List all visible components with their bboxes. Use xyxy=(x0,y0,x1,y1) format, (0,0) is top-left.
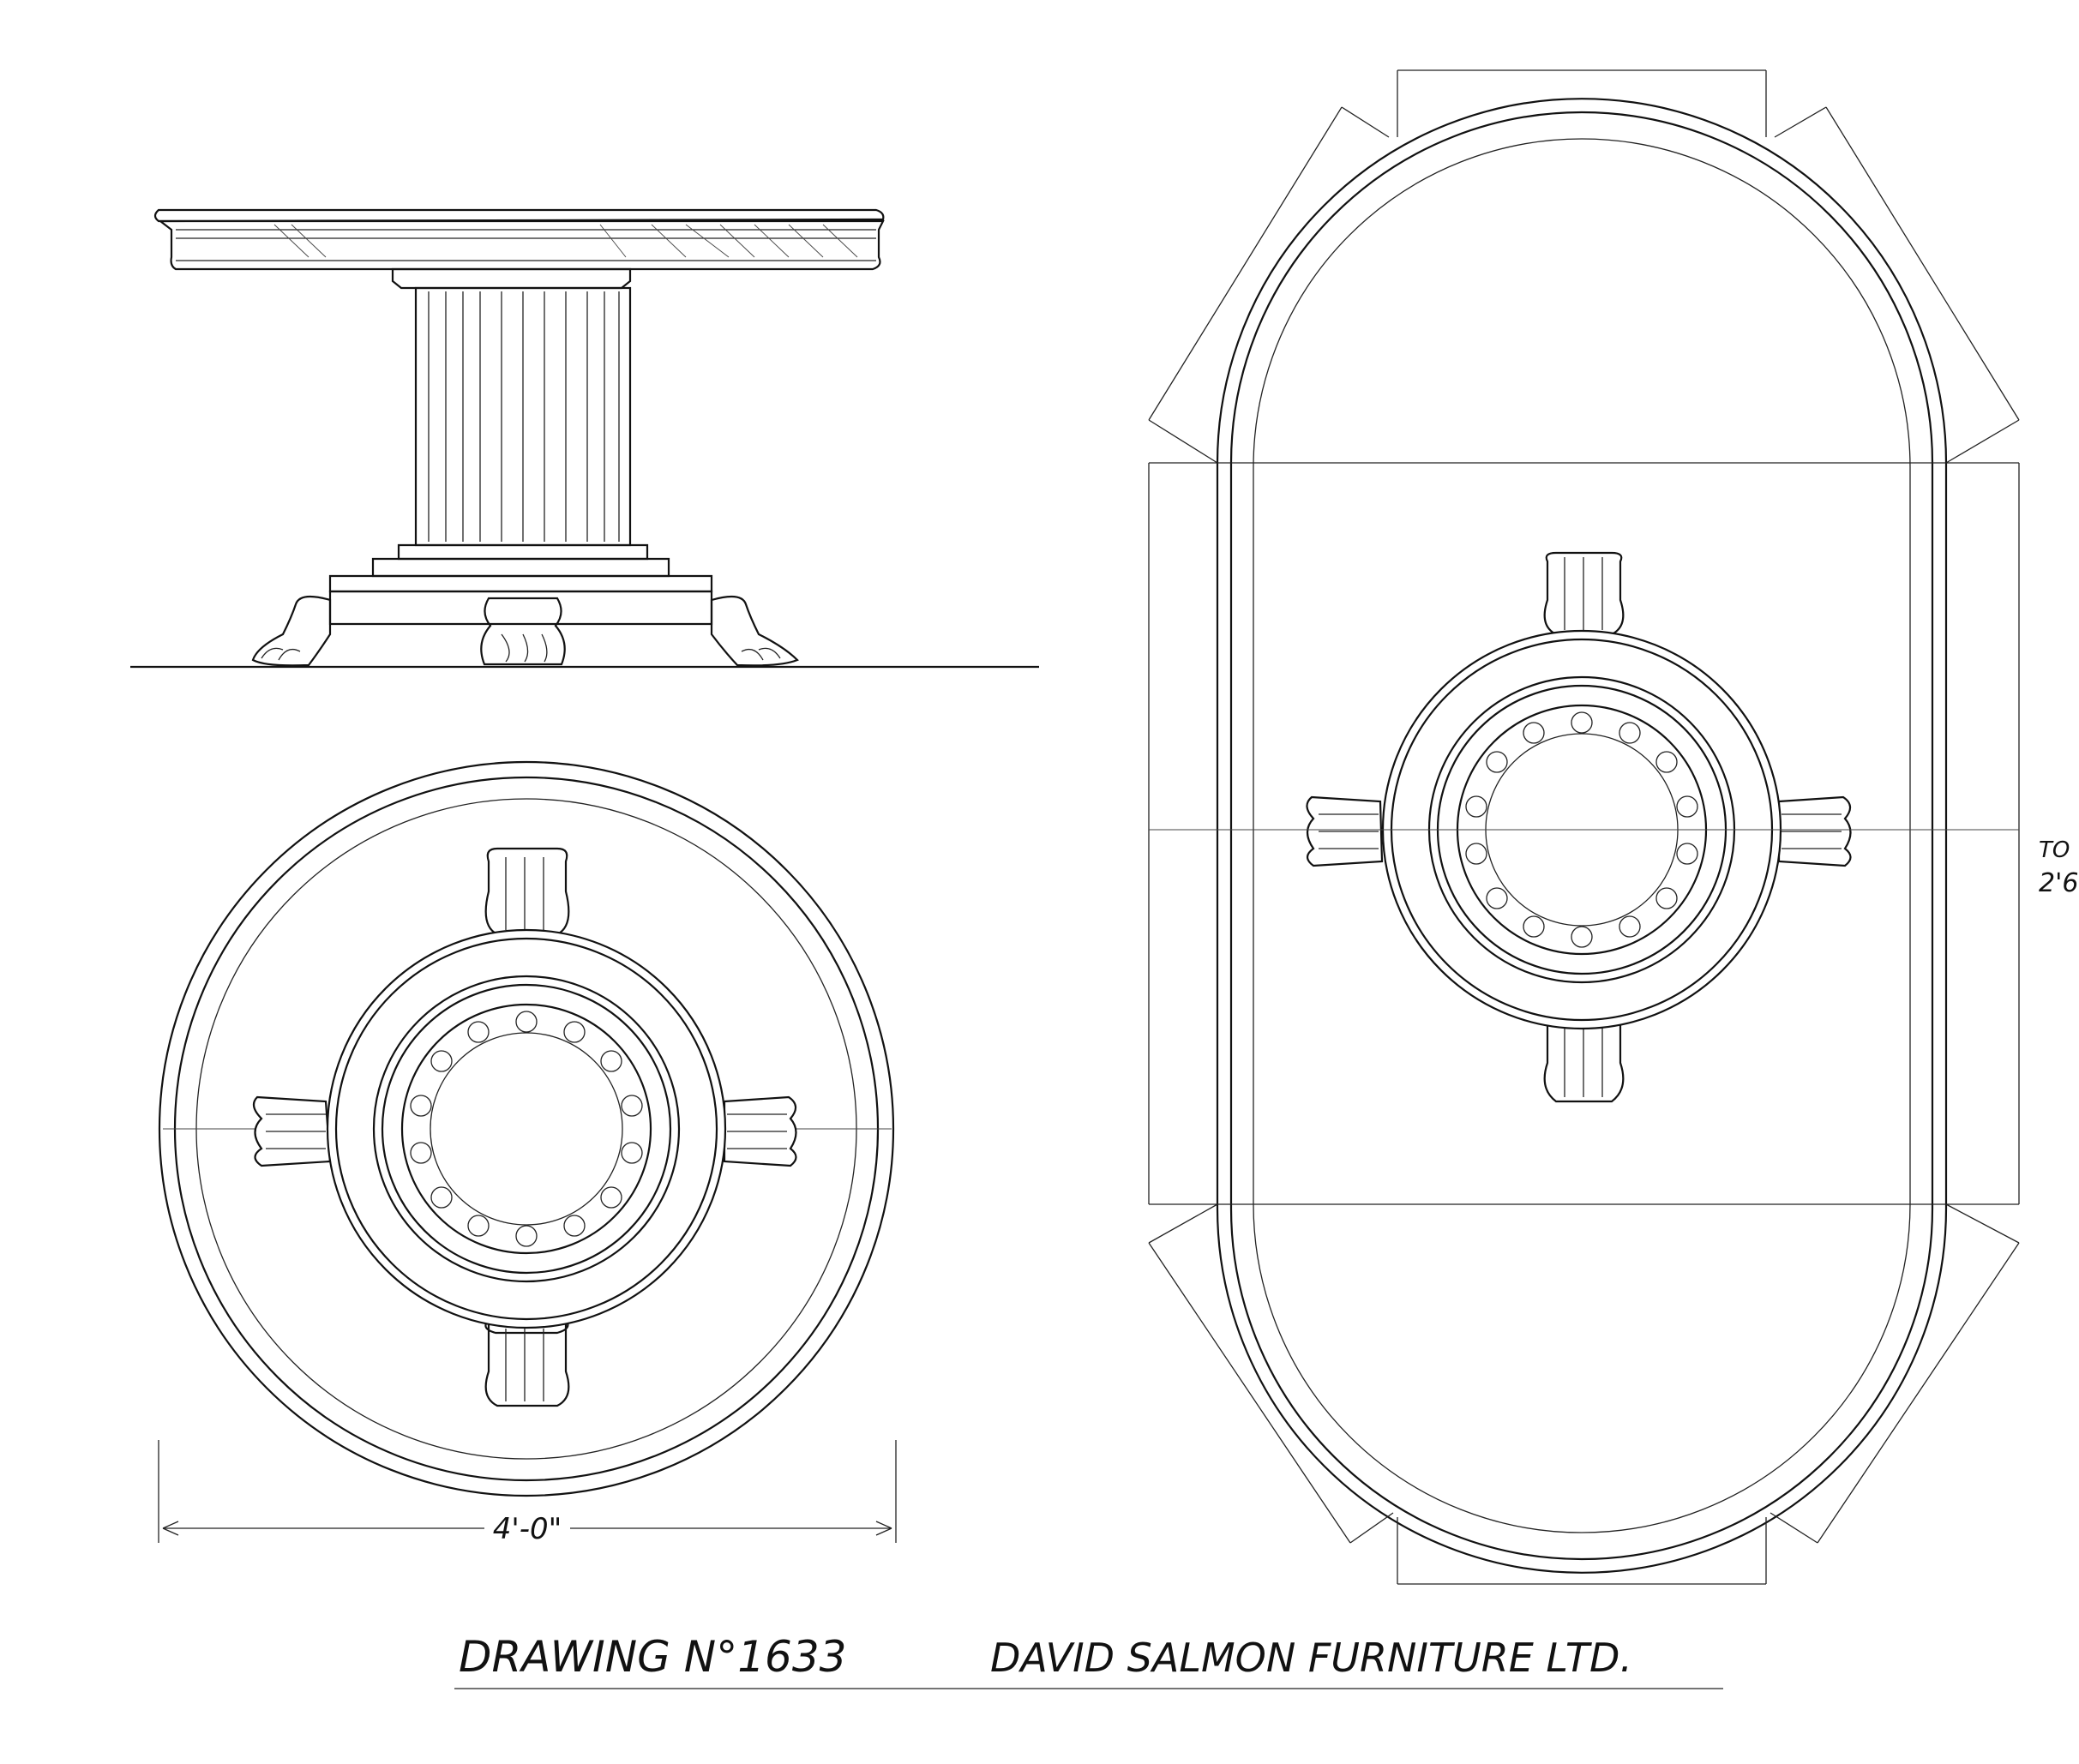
drawing-number: DRAWING N°1633 xyxy=(459,1632,846,1682)
tabletop-apron xyxy=(157,219,885,271)
base-platform xyxy=(328,590,713,626)
base-platform-top xyxy=(328,574,713,593)
oval-foot-top xyxy=(1543,551,1625,636)
title-block: DRAWING N°1633 DAVID SALMON FURNITURE LT… xyxy=(454,1632,1723,1689)
oval-top-outer-edge xyxy=(1216,97,1948,1575)
tabletop-shading xyxy=(273,224,858,258)
claw-foot-center xyxy=(480,597,566,666)
oval-foot-left xyxy=(1306,795,1384,867)
column-flutes xyxy=(428,291,620,542)
oval-flute-scallops xyxy=(1465,711,1698,948)
round-column-core xyxy=(430,1032,623,1226)
column-capital xyxy=(391,267,632,290)
column-base-step xyxy=(371,557,670,578)
oval-dimension-lines xyxy=(1148,69,2020,1585)
round-dimension-label: 4'-0" xyxy=(493,1512,562,1546)
oval-foot-right xyxy=(1777,795,1852,867)
round-dimension: 4'-0" xyxy=(158,1440,897,1546)
round-pedestal-outer-ring xyxy=(326,928,727,1329)
elevation-view xyxy=(130,208,1039,669)
oval-top-moulding xyxy=(1229,111,1934,1561)
round-pedestal-middle-ring xyxy=(372,975,681,1283)
oval-foot-bottom xyxy=(1543,1018,1625,1103)
round-foot-top xyxy=(484,847,570,936)
round-flute-scallops xyxy=(410,1011,643,1247)
extension-note-line2: 2'6 xyxy=(2039,868,2078,898)
round-column-flutes-ring xyxy=(400,1003,652,1255)
round-top-outer-edge xyxy=(158,760,895,1497)
round-foot-bottom xyxy=(484,1317,570,1407)
maker-name: DAVID SALMON FURNITURE LTD. xyxy=(990,1635,1632,1681)
column-base-ring xyxy=(397,543,649,561)
extension-note-line1: TO xyxy=(2039,837,2070,863)
round-plan-view: 4'-0" xyxy=(158,760,897,1546)
round-foot-left xyxy=(252,1095,332,1167)
oval-plan-view: TO 2'6 xyxy=(1148,69,2078,1585)
round-foot-right xyxy=(723,1095,797,1167)
claw-foot-left xyxy=(251,595,332,667)
tabletop-upper-edge xyxy=(153,208,885,223)
claw-foot-right xyxy=(710,595,799,667)
